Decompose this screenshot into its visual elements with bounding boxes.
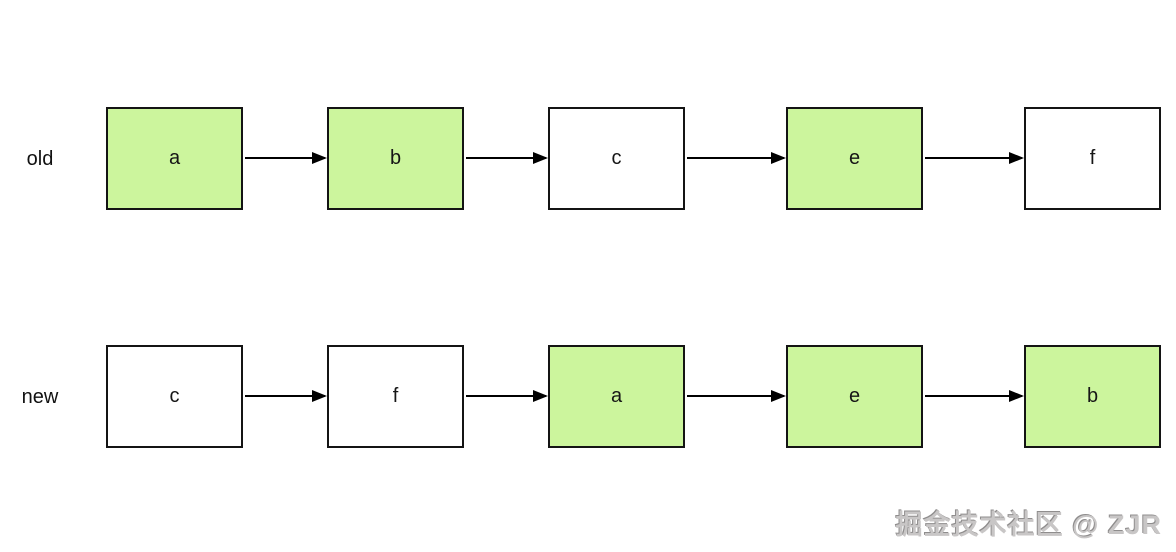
- node-new-4: e: [786, 345, 923, 448]
- node-old-3: c: [548, 107, 685, 210]
- node-label: a: [168, 147, 181, 169]
- arrow-right-icon: [466, 152, 548, 164]
- node-label: e: [848, 147, 861, 169]
- arrow-right-icon: [245, 390, 327, 402]
- node-label: b: [389, 147, 402, 169]
- row-label-old: old: [26, 148, 54, 170]
- node-old-1: a: [106, 107, 243, 210]
- node-new-1: c: [106, 345, 243, 448]
- arrow-right-icon: [687, 390, 786, 402]
- node-old-2: b: [327, 107, 464, 210]
- arrow-right-icon: [466, 390, 548, 402]
- node-label: c: [169, 385, 180, 407]
- row-label-new: new: [21, 386, 59, 408]
- node-label: a: [610, 385, 623, 407]
- node-new-5: b: [1024, 345, 1161, 448]
- node-new-2: f: [327, 345, 464, 448]
- arrow-right-icon: [687, 152, 786, 164]
- node-old-4: e: [786, 107, 923, 210]
- arrow-right-icon: [925, 152, 1024, 164]
- node-label: b: [1086, 385, 1099, 407]
- node-label: c: [611, 147, 622, 169]
- node-label: e: [848, 385, 861, 407]
- arrow-right-icon: [925, 390, 1024, 402]
- node-label: f: [1089, 147, 1096, 169]
- node-new-3: a: [548, 345, 685, 448]
- node-label: f: [392, 385, 399, 407]
- arrow-right-icon: [245, 152, 327, 164]
- node-old-5: f: [1024, 107, 1161, 210]
- watermark: 掘金技术社区 @ ZJR: [895, 510, 1162, 540]
